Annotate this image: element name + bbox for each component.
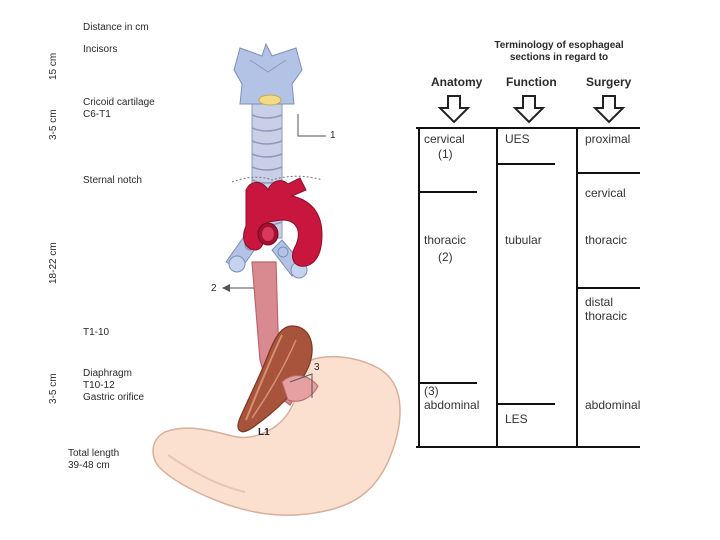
anatomy-abdominal: abdominal xyxy=(424,398,479,412)
surgery-abdominal: abdominal xyxy=(585,398,640,412)
function-tubular: tubular xyxy=(505,233,542,247)
surgery-distal-thoracic: thoracic xyxy=(585,309,627,323)
anatomy-arrow-icon xyxy=(440,96,468,122)
anatomy-thoracic-number: (2) xyxy=(438,250,453,264)
surgery-distal: distal xyxy=(585,295,613,309)
anatomy-cervical: cervical xyxy=(424,132,465,146)
anatomy-abdominal-number: (3) xyxy=(424,384,439,398)
function-ues: UES xyxy=(505,132,530,146)
surgery-cervical: cervical xyxy=(585,186,626,200)
surgery-proximal: proximal xyxy=(585,132,630,146)
surgery-arrow-icon xyxy=(595,96,623,122)
function-arrow-icon xyxy=(515,96,543,122)
anatomy-thoracic: thoracic xyxy=(424,233,466,247)
function-les: LES xyxy=(505,412,528,426)
column-arrows xyxy=(440,96,623,122)
surgery-thoracic: thoracic xyxy=(585,233,627,247)
anatomy-cervical-number: (1) xyxy=(438,147,453,161)
